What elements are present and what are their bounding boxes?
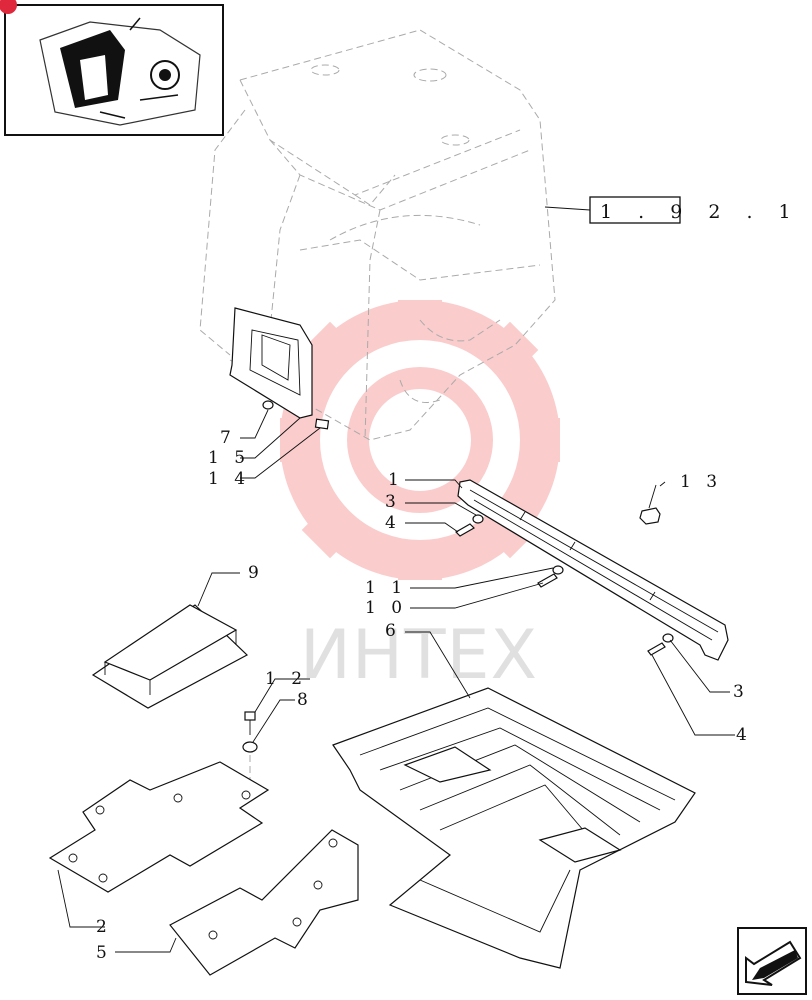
callout-6[interactable]: 6: [385, 621, 401, 641]
callout-9[interactable]: 9: [248, 563, 264, 583]
floor-mat-part[interactable]: [332, 687, 696, 969]
cab-location-thumbnail-icon[interactable]: [0, 0, 224, 136]
rail-part[interactable]: [455, 479, 729, 661]
callout-5[interactable]: 5: [96, 943, 112, 963]
plug-part[interactable]: [639, 484, 661, 525]
callout-leaders: [57, 409, 735, 953]
cushion-part[interactable]: [91, 604, 249, 709]
callout-4-lower[interactable]: 4: [736, 725, 752, 745]
callout-15[interactable]: 1 5: [208, 448, 250, 468]
callout-labels: 7 1 5 1 4 1 3 4 1 3 9 1 1 1 0 6 1 2 8 3 …: [96, 428, 752, 963]
bolt-part[interactable]: [242, 711, 258, 790]
callout-13[interactable]: 1 3: [680, 472, 722, 492]
cab-outline: [199, 29, 556, 441]
callout-3-upper[interactable]: 3: [385, 492, 401, 512]
callout-12[interactable]: 1 2: [265, 669, 307, 689]
reference-text: 1 . 9 2 . 1: [600, 201, 801, 223]
watermark-text: ИНТЕХ: [300, 616, 538, 695]
callout-14[interactable]: 1 4: [208, 469, 250, 489]
callout-10[interactable]: 1 0: [365, 598, 407, 618]
callout-7[interactable]: 7: [220, 428, 236, 448]
reference-label[interactable]: 1 . 9 2 . 1: [544, 196, 801, 224]
callout-3-lower[interactable]: 3: [733, 682, 749, 702]
callout-8[interactable]: 8: [297, 690, 313, 710]
callout-4-upper[interactable]: 4: [385, 513, 401, 533]
callout-1[interactable]: 1: [388, 470, 404, 490]
side-panel-part[interactable]: [229, 307, 330, 430]
callout-2[interactable]: 2: [96, 917, 112, 937]
pad-part-5[interactable]: [169, 829, 359, 976]
callout-11[interactable]: 1 1: [365, 578, 407, 598]
next-page-arrow-icon[interactable]: [737, 927, 807, 995]
pad-part-2[interactable]: [48, 761, 270, 893]
